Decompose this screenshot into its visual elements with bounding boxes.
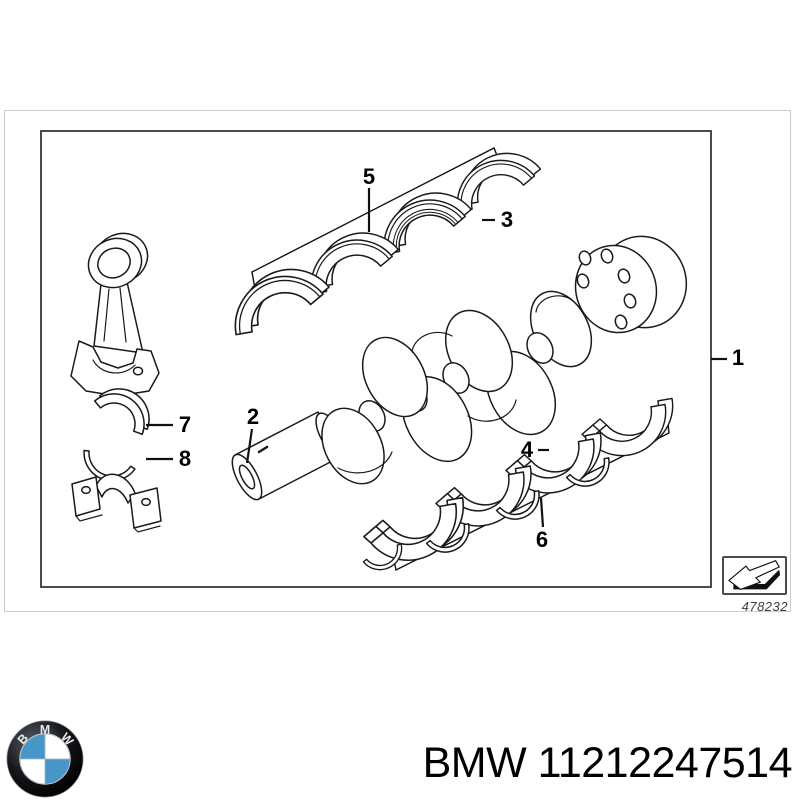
callout-6: 6 — [535, 527, 549, 552]
logo-blue-quadrant-tl — [20, 734, 45, 759]
callout-2: 2 — [246, 404, 260, 429]
callout-5: 5 — [362, 164, 376, 189]
diagram-image-code: 478232 — [741, 599, 788, 614]
callout-1: 1 — [731, 345, 745, 370]
part-title: BMW 11212247514 — [422, 739, 793, 787]
view-direction-arrow-box — [722, 556, 787, 595]
callout-7: 7 — [178, 412, 192, 437]
callout-3: 3 — [500, 207, 514, 232]
part-number: 11212247514 — [537, 739, 793, 787]
diagram-outer-frame — [4, 110, 791, 612]
logo-blue-quadrant-br — [45, 759, 70, 784]
bmw-roundel-logo: B M W — [5, 719, 85, 799]
diagram-inner-frame — [40, 130, 712, 588]
callout-8: 8 — [178, 446, 192, 471]
callout-4: 4 — [520, 437, 534, 462]
brand-name: BMW — [422, 739, 527, 787]
view-direction-arrow-icon — [728, 560, 781, 590]
logo-letter-m: M — [40, 722, 50, 736]
